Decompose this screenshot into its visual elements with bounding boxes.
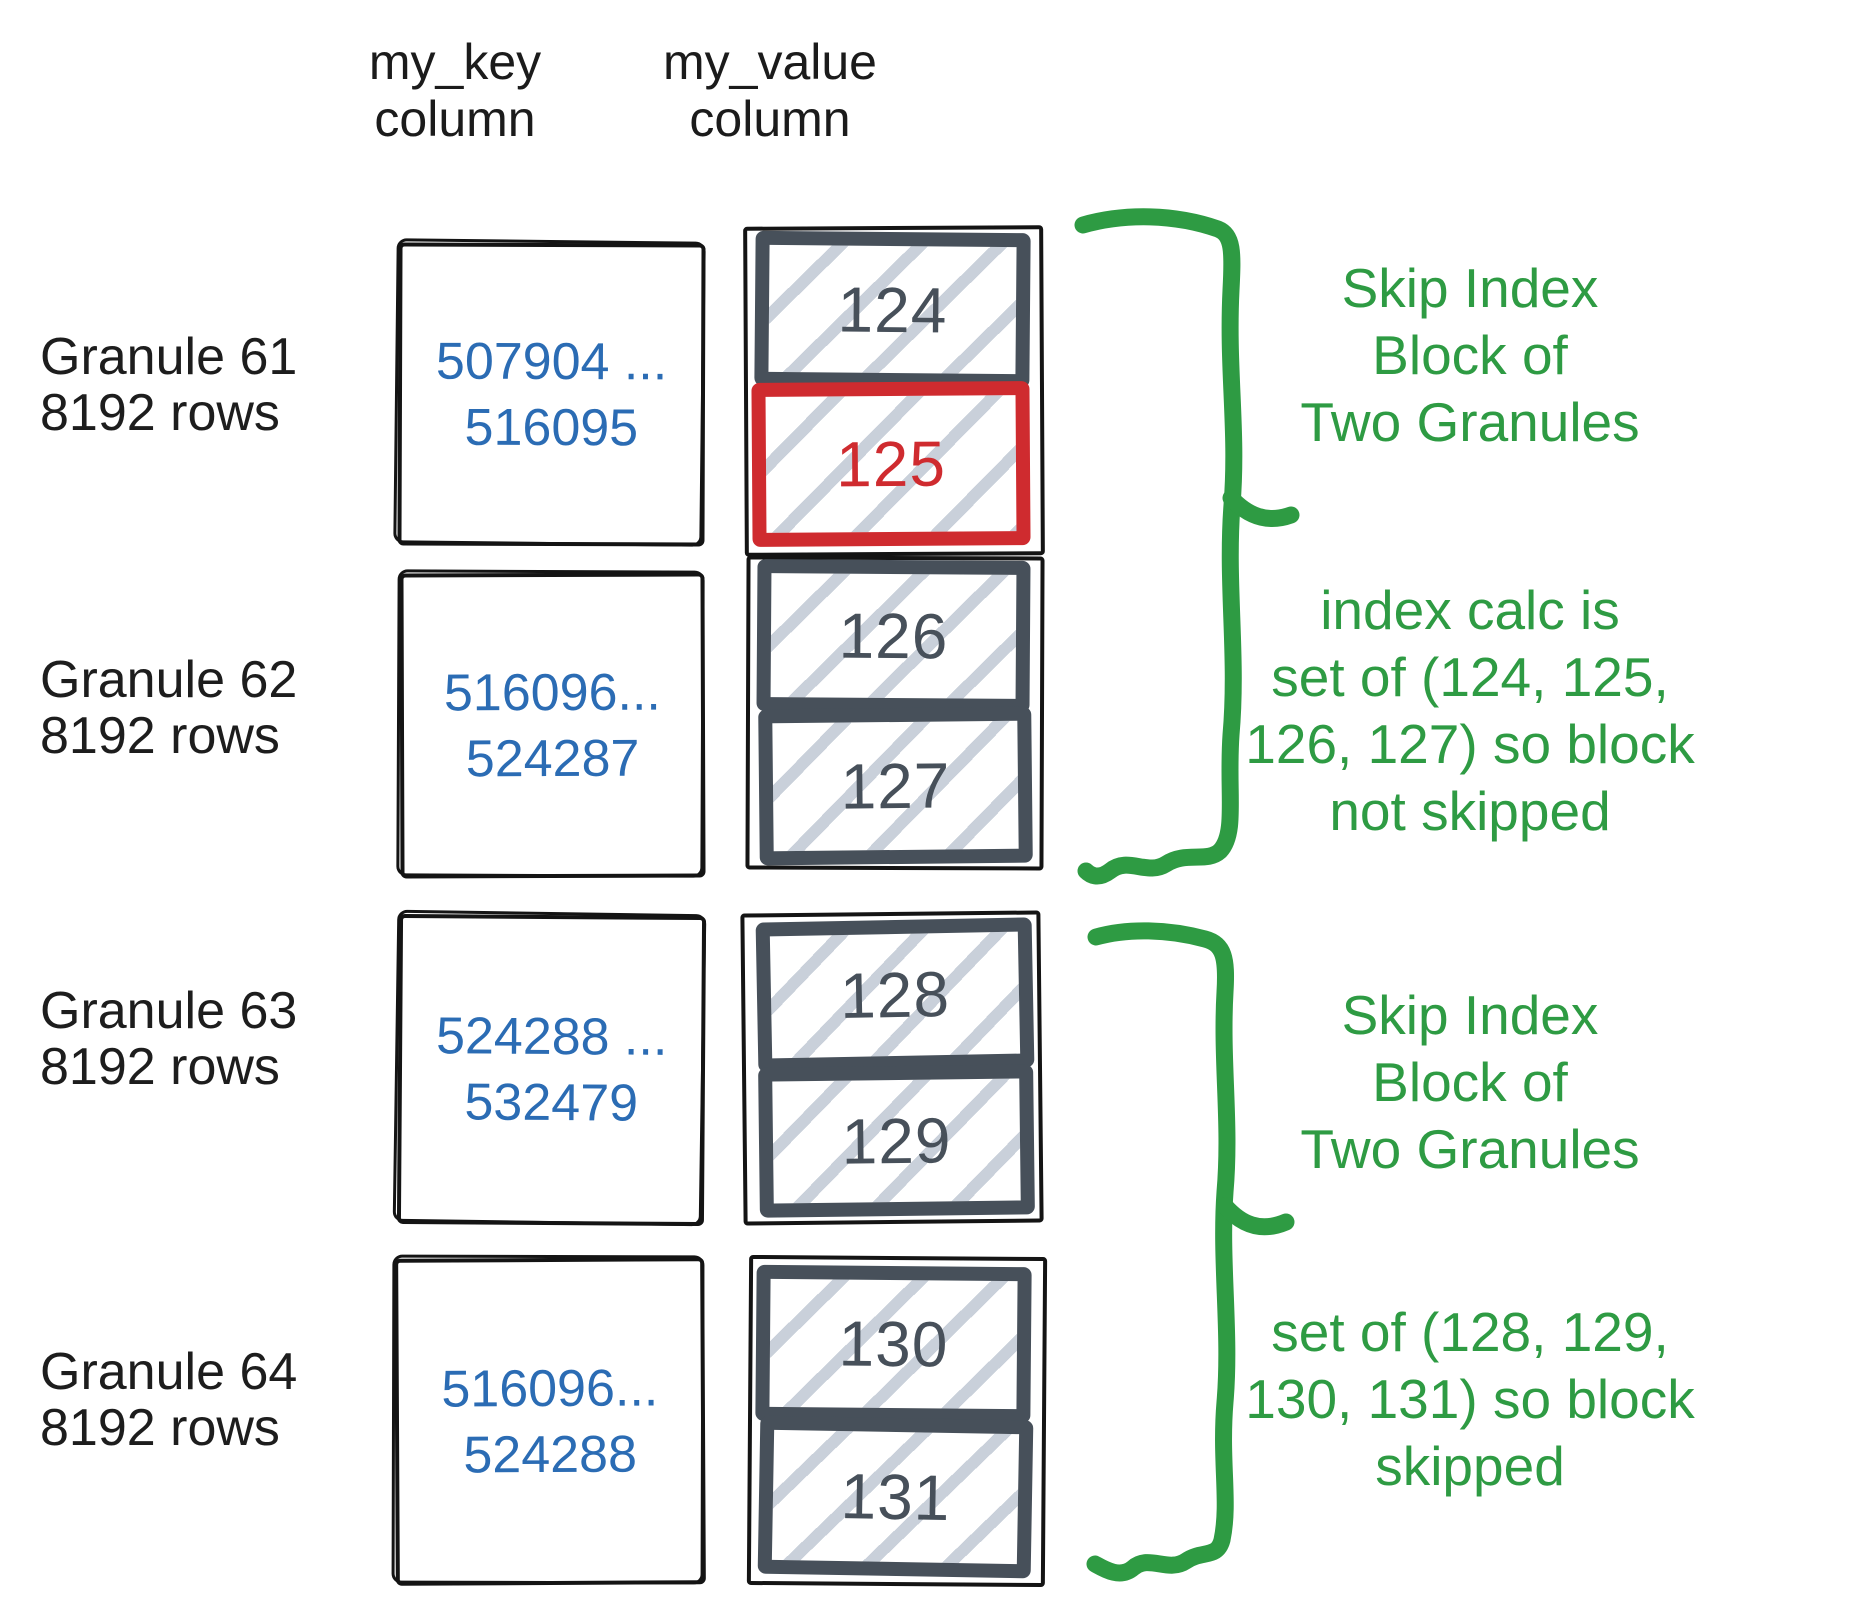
value-block-129: 129 [758, 1064, 1035, 1218]
curly-brace-bottom-tick-icon [1216, 1197, 1295, 1236]
key-box-granule-64: 516096... 524288 [394, 1257, 706, 1586]
key-range-line1: 516096... [441, 1358, 659, 1419]
key-range-line2: 524287 [465, 729, 640, 788]
value-column-header-line1: my_value [663, 34, 877, 90]
key-range-line1: 507904 ... [435, 332, 668, 391]
annotation-skip-block-top: Skip Index Block of Two Granules [1085, 255, 1855, 456]
annotation-line: set of (124, 125, [1271, 646, 1669, 708]
value-block-126: 126 [756, 559, 1031, 713]
annotation-line: Two Granules [1300, 391, 1640, 453]
annotation-line: Skip Index [1341, 984, 1599, 1046]
value-block-125-highlighted: 125 [751, 381, 1031, 547]
key-range-line1: 524288 ... [435, 1007, 668, 1067]
value-block-number: 126 [838, 599, 949, 673]
granule-61-label: Granule 61 8192 rows [40, 329, 340, 441]
value-block-number: 125 [835, 427, 947, 501]
annotation-index-calc-not-skipped: index calc is set of (124, 125, 126, 127… [1085, 577, 1855, 845]
annotation-line: Skip Index [1341, 257, 1599, 319]
granule-name: Granule 63 [40, 982, 298, 1040]
granule-63-label: Granule 63 8192 rows [40, 983, 340, 1095]
key-range-line2: 516095 [464, 398, 639, 457]
value-block-131: 131 [757, 1415, 1034, 1579]
granule-rowcount: 8192 rows [40, 1038, 280, 1096]
annotation-line: 126, 127) so block [1245, 713, 1695, 775]
granule-rowcount: 8192 rows [40, 384, 280, 442]
key-column-header: my_key column [275, 34, 635, 148]
annotation-line: Two Granules [1300, 1118, 1640, 1180]
key-box-granule-62: 516096... 524287 [399, 572, 706, 879]
value-block-number: 131 [839, 1460, 952, 1534]
value-block-number: 130 [838, 1307, 949, 1381]
value-block-128: 128 [755, 917, 1035, 1073]
annotation-line: Block of [1372, 1051, 1568, 1113]
annotation-line: set of (128, 129, [1271, 1301, 1669, 1363]
key-column-header-line1: my_key [368, 34, 542, 90]
value-block-127: 127 [758, 706, 1033, 866]
granule-rowcount: 8192 rows [40, 707, 280, 765]
granule-62-label: Granule 62 8192 rows [40, 652, 340, 764]
value-block-number: 128 [839, 957, 951, 1033]
granule-name: Granule 61 [40, 328, 298, 386]
annotation-line: 130, 131) so block [1245, 1368, 1695, 1430]
curly-brace-top-tick-icon [1222, 489, 1300, 527]
granule-rowcount: 8192 rows [40, 1399, 280, 1457]
key-range-line2: 524288 [463, 1425, 638, 1484]
annotation-line: index calc is [1320, 579, 1620, 641]
annotation-index-calc-skipped: set of (128, 129, 130, 131) so block ski… [1085, 1299, 1855, 1500]
value-column-header: my_value column [590, 34, 950, 148]
value-column-header-line2: column [689, 91, 851, 147]
key-box-granule-63: 524288 ... 532479 [396, 913, 707, 1227]
value-block-124: 124 [754, 230, 1031, 389]
annotation-line: not skipped [1329, 780, 1611, 842]
annotation-line: skipped [1375, 1435, 1565, 1497]
key-column-header-line2: column [374, 91, 536, 147]
annotation-skip-block-bottom: Skip Index Block of Two Granules [1085, 982, 1855, 1183]
granule-64-label: Granule 64 8192 rows [40, 1344, 340, 1456]
granule-name: Granule 64 [40, 1343, 298, 1401]
key-range-line2: 532479 [464, 1073, 639, 1133]
granule-name: Granule 62 [40, 651, 298, 709]
value-block-number: 129 [841, 1104, 952, 1178]
annotation-line: Block of [1372, 324, 1568, 386]
key-range-line1: 516096... [443, 663, 661, 722]
value-block-130: 130 [755, 1264, 1032, 1424]
value-block-number: 124 [837, 273, 948, 346]
key-box-granule-61: 507904 ... 516095 [397, 242, 706, 547]
value-block-number: 127 [840, 749, 951, 823]
